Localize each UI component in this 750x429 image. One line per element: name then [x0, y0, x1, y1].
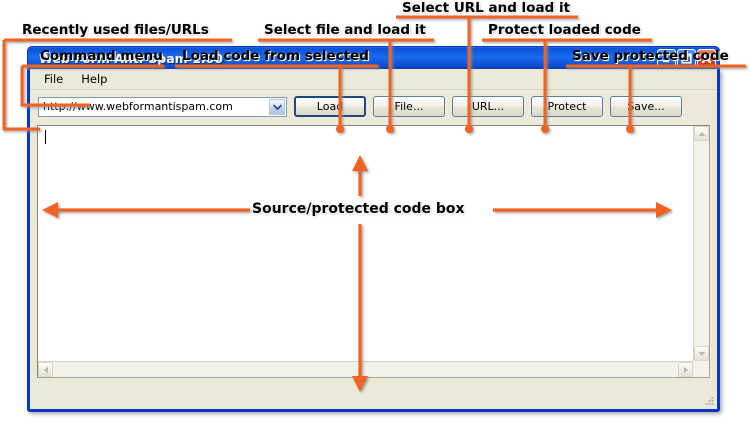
annotation-recently-used: Recently used files/URLs — [22, 22, 209, 38]
protect-button[interactable]: Protect — [531, 96, 603, 117]
scroll-right-icon[interactable] — [678, 362, 693, 377]
annotation-save-code: Save protected code — [572, 48, 729, 64]
scroll-left-icon[interactable] — [38, 362, 53, 377]
vertical-scrollbar[interactable] — [693, 126, 709, 361]
file-button[interactable]: File... — [373, 96, 445, 117]
scrollbar-corner — [693, 361, 709, 377]
url-button[interactable]: URL... — [452, 96, 524, 117]
menu-item-file[interactable]: File — [44, 72, 64, 86]
annotation-command-menu: Command menu — [40, 48, 163, 64]
save-button[interactable]: Save... — [610, 96, 682, 117]
url-combobox-value: http://www.webformantispam.com — [43, 100, 233, 113]
application-window: Web Form Anti-Spam 1.00 File Help http:/… — [27, 46, 720, 412]
annotation-code-box: Source/protected code box — [252, 201, 465, 217]
window-title: Web Form Anti-Spam 1.00 — [39, 50, 223, 66]
url-combobox[interactable]: http://www.webformantispam.com — [38, 96, 287, 117]
annotation-load-code: Load code from selected — [182, 48, 369, 64]
menu-bar: File Help — [30, 69, 717, 90]
resize-grip-icon[interactable] — [703, 395, 715, 407]
annotation-select-url: Select URL and load it — [402, 0, 571, 16]
chevron-down-icon[interactable] — [269, 98, 285, 115]
menu-item-help[interactable]: Help — [81, 72, 108, 86]
toolbar: http://www.webformantispam.com Load File… — [30, 90, 717, 123]
annotation-select-file: Select file and load it — [264, 22, 426, 38]
scroll-down-icon[interactable] — [694, 346, 709, 361]
text-caret — [45, 130, 46, 144]
scroll-up-icon[interactable] — [694, 126, 709, 141]
annotation-protect-code: Protect loaded code — [488, 22, 641, 38]
title-bar[interactable]: Web Form Anti-Spam 1.00 — [27, 46, 720, 69]
horizontal-scrollbar[interactable] — [38, 361, 693, 377]
load-button[interactable]: Load — [294, 96, 366, 117]
code-textarea[interactable] — [37, 125, 710, 378]
